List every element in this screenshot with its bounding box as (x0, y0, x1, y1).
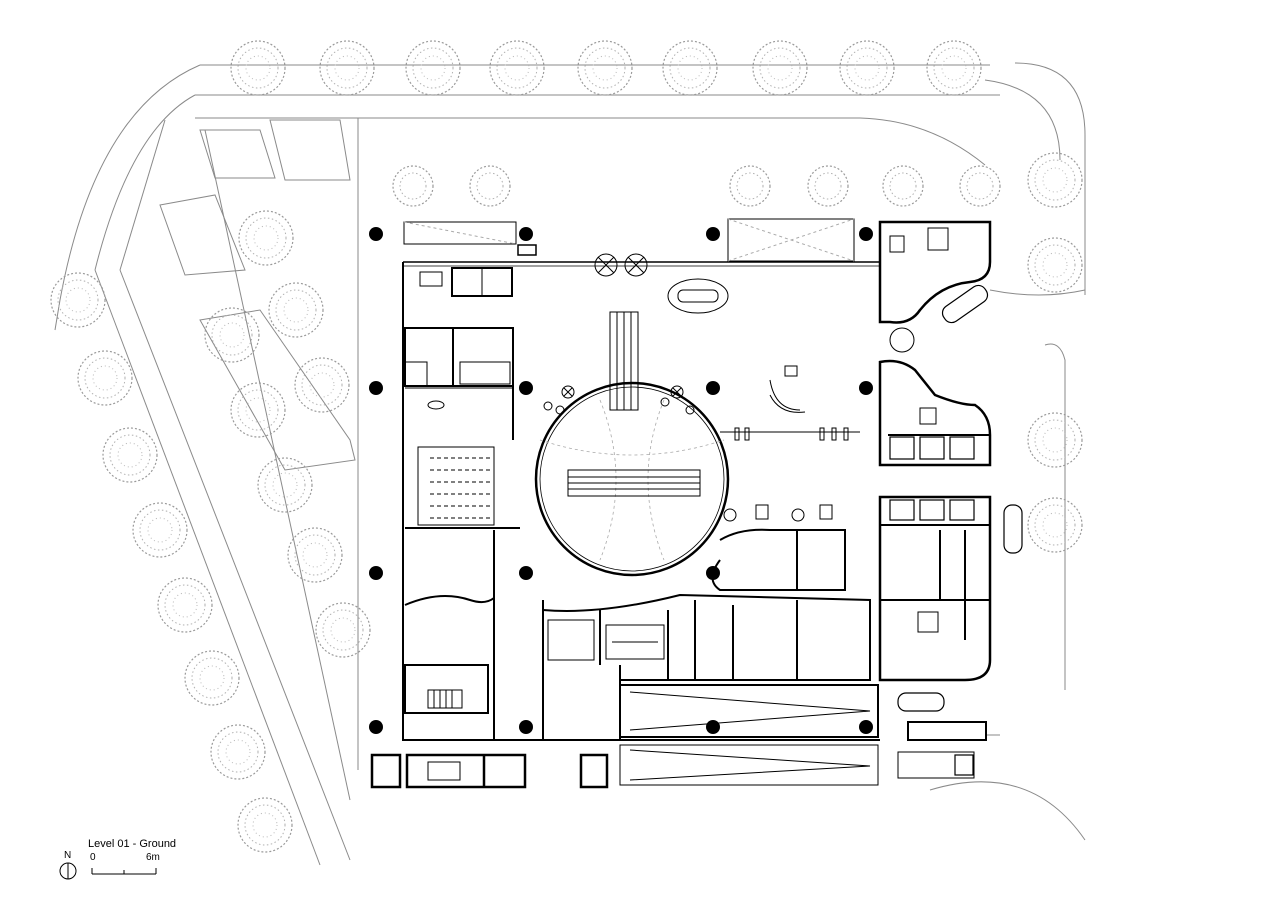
entrance-canopies (403, 218, 855, 277)
east-core-south (878, 495, 992, 682)
scale-bar (91, 868, 157, 875)
planting-beds (159, 119, 356, 471)
vehicles (897, 284, 1023, 779)
lounge-seating (543, 365, 860, 522)
scale-start-label: 0 (90, 852, 96, 863)
car-display (667, 278, 729, 314)
south-annex (370, 753, 609, 789)
street-trees-east (1027, 152, 1083, 553)
north-west-rooms (404, 267, 514, 440)
street-trees-west (50, 210, 371, 853)
escalators (567, 311, 701, 497)
scale-end-label: 6m (146, 852, 160, 863)
south-rooms (542, 528, 871, 740)
building-walls (402, 261, 881, 741)
site-streets (54, 62, 1086, 866)
street-trees-north (230, 40, 982, 96)
north-arrow-icon (59, 862, 77, 880)
west-wing-rooms (404, 530, 495, 740)
forecourt-trees (392, 165, 1001, 207)
east-core-middle (878, 359, 992, 467)
plan-title: Level 01 - Ground (88, 838, 177, 850)
east-core-north (878, 220, 992, 353)
north-label: N (64, 850, 72, 861)
loading-bays (619, 684, 879, 786)
auditorium-seating (405, 446, 520, 529)
atrium (534, 381, 730, 577)
